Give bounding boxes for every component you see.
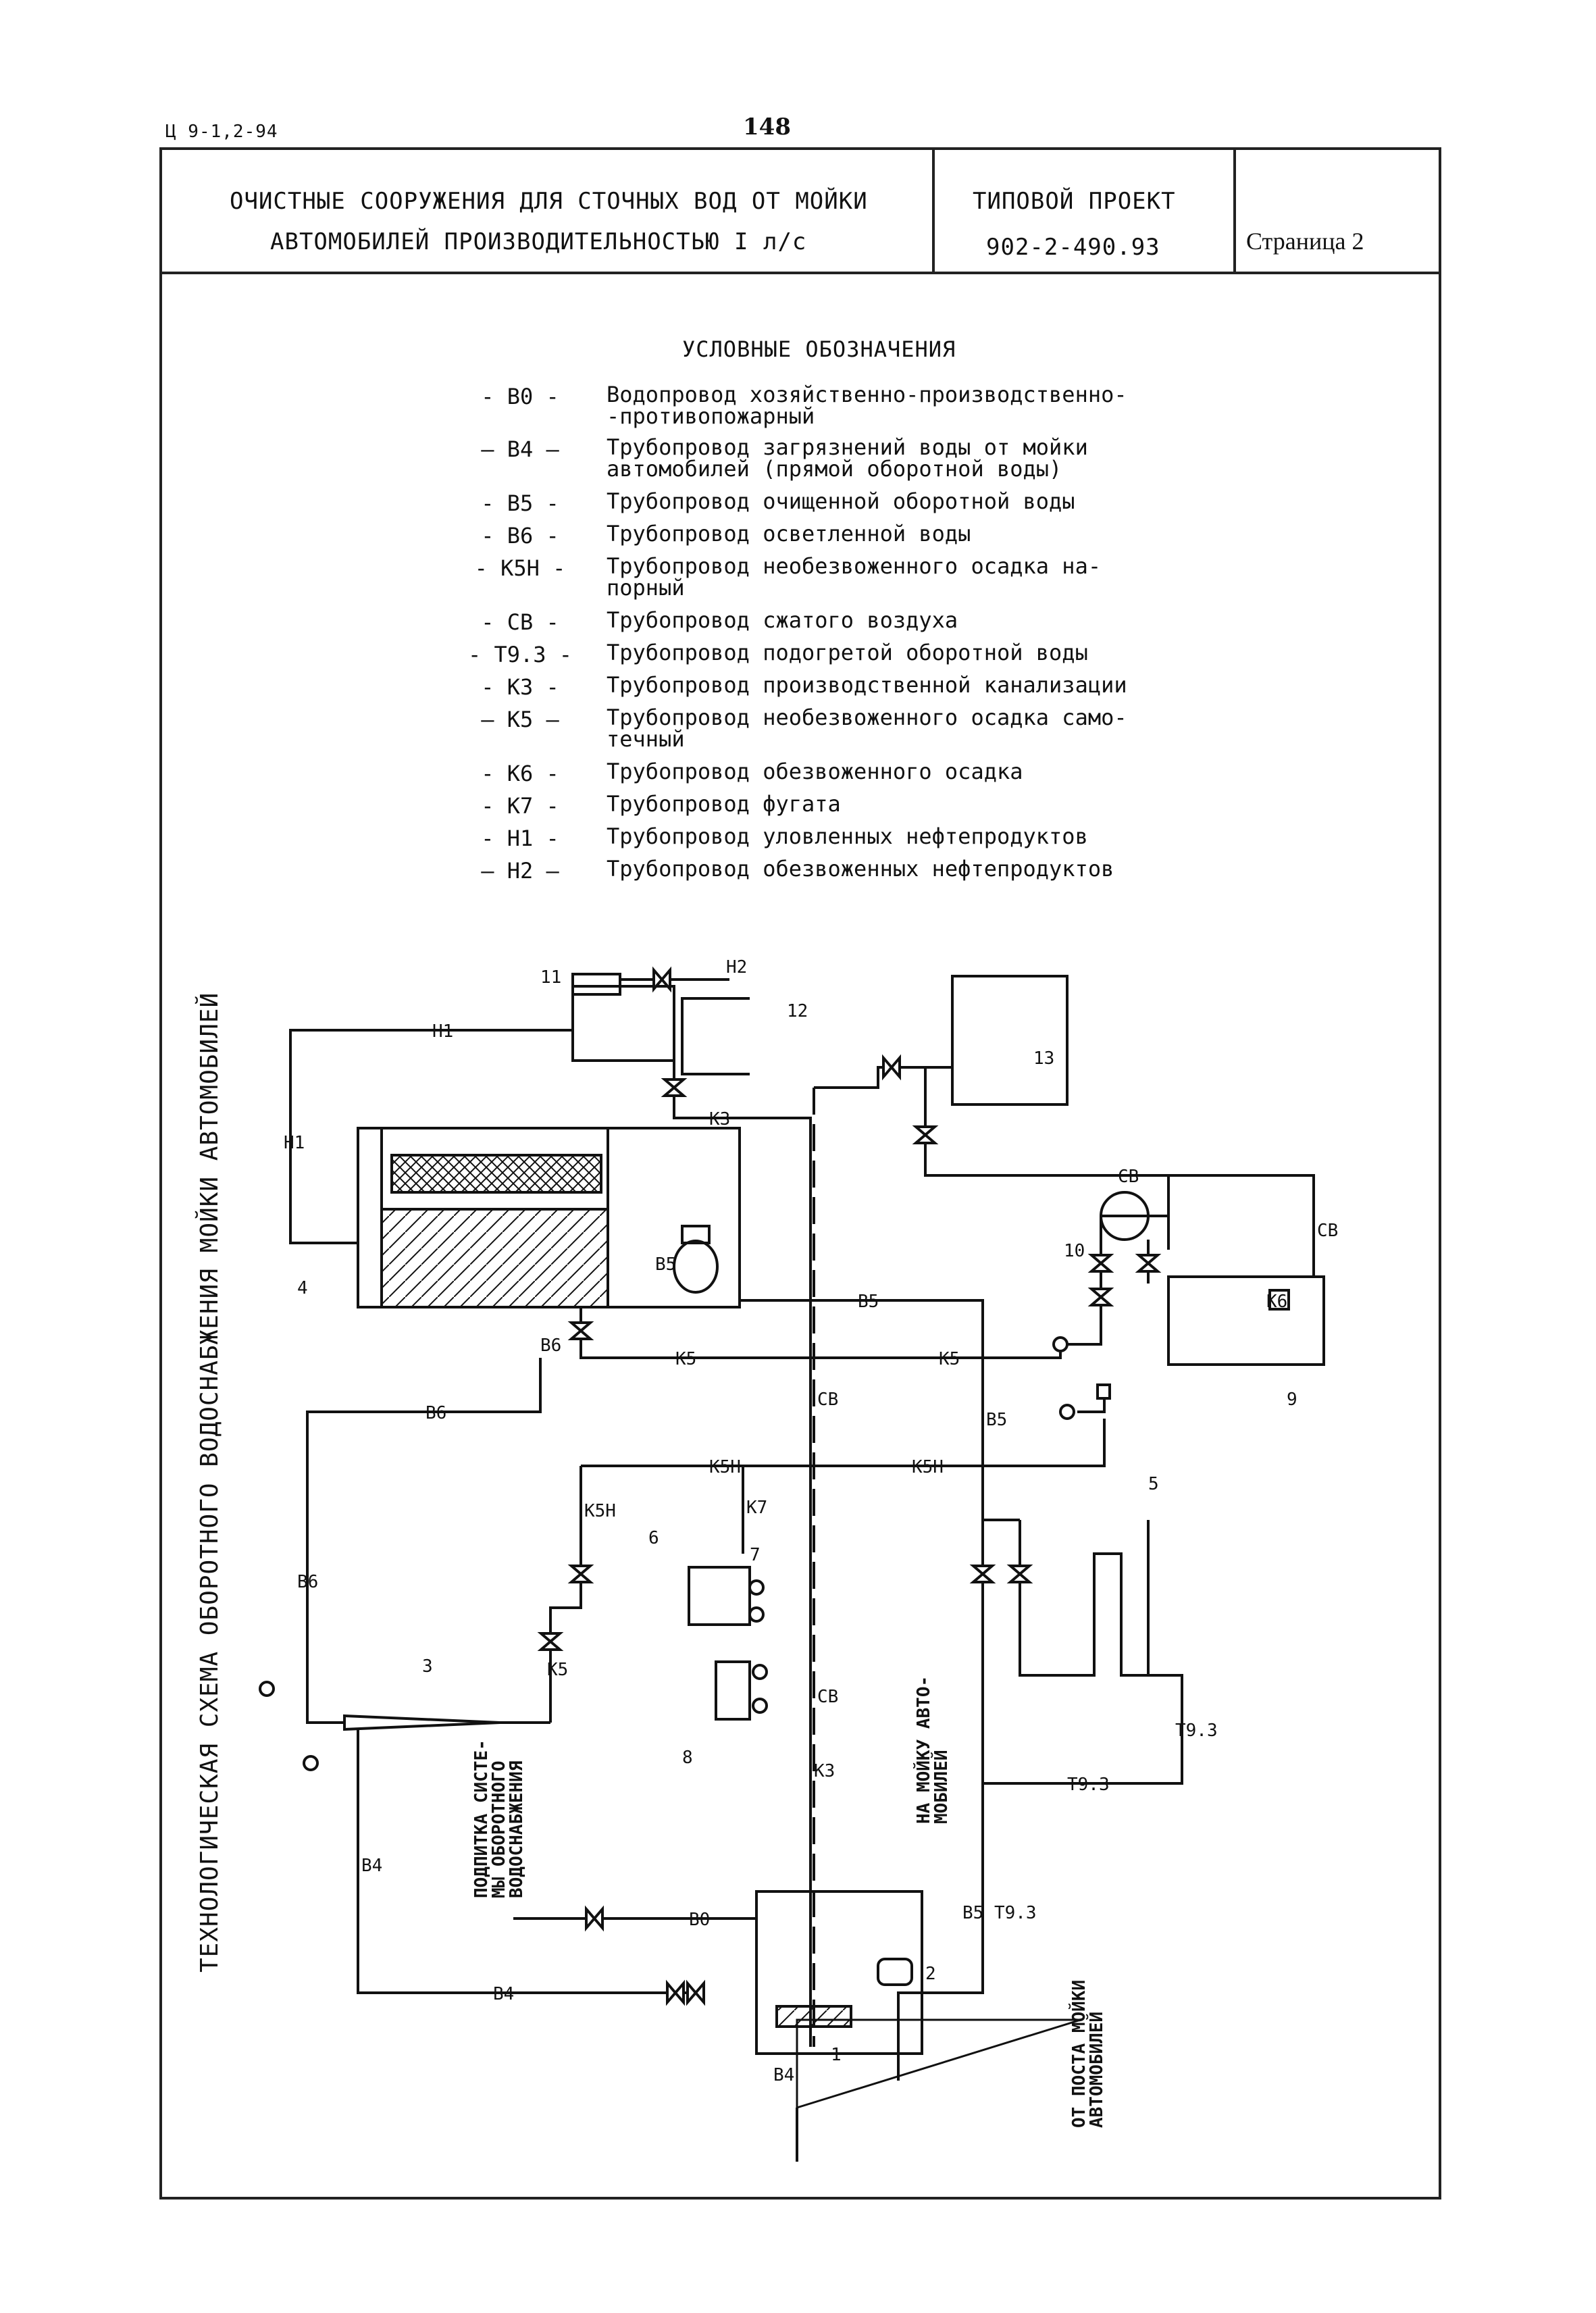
equipment-number: 8 <box>682 1748 693 1768</box>
title-block-separator <box>1233 147 1236 273</box>
makeup-note: ПОДПИТКА СИСТЕ- МЫ ОБОРОТНОГО ВОДОСНАБЖЕ… <box>471 1739 527 1898</box>
page-label: Страница 2 <box>1246 228 1364 255</box>
pipe-label: К5 <box>675 1349 696 1369</box>
legend-title: УСЛОВНЫЕ ОБОЗНАЧЕНИЯ <box>682 336 956 362</box>
legend-desc: Трубопровод сжатого воздуха <box>607 607 958 633</box>
equipment-number: 6 <box>648 1528 659 1548</box>
legend-code: - Н1 - <box>481 825 559 851</box>
pipe-label: В6 <box>426 1403 446 1423</box>
equipment-5 <box>1019 1520 1150 1677</box>
pipe-label: В6 <box>540 1336 561 1356</box>
pipe-label: В0 <box>689 1910 710 1930</box>
legend-desc: Трубопровод фугата <box>607 791 841 817</box>
equipment-9 <box>1167 1275 1325 1366</box>
pipe-label: Н1 <box>284 1133 305 1153</box>
equipment-number: 13 <box>1033 1048 1054 1069</box>
drawing-frame <box>159 147 1441 2200</box>
legend-desc: Трубопровод осветленной воды <box>607 521 971 547</box>
legend-desc: Трубопровод уловленных нефтепродуктов <box>607 823 1088 849</box>
legend-desc: Трубопровод производственной канализации <box>607 672 1127 698</box>
pipe-label: В6 <box>297 1572 318 1592</box>
pipe-label: К6 <box>1266 1292 1287 1312</box>
pipe-label: Н2 <box>726 957 747 977</box>
equipment-11-top <box>571 973 621 996</box>
legend-desc: Трубопровод очищенной оборотной воды <box>607 488 1075 514</box>
equipment-number: 12 <box>787 1001 808 1021</box>
equipment-12 <box>681 997 750 1075</box>
legend-desc: Трубопровод загрязнений воды от мойки ав… <box>607 434 1088 482</box>
equipment-11 <box>571 985 675 1062</box>
pipe-label: СВ <box>1118 1167 1139 1187</box>
pipe-label: К5 <box>939 1349 960 1369</box>
equipment-number: 7 <box>750 1545 761 1565</box>
legend-desc: Трубопровод необезвоженного осадка само-… <box>607 705 1127 752</box>
equipment-number: 9 <box>1287 1390 1297 1410</box>
equipment-13 <box>951 975 1069 1106</box>
equipment-number: 5 <box>1148 1474 1159 1494</box>
legend-code: – К5 – <box>481 707 559 732</box>
pipe-label: К5Н <box>584 1501 616 1521</box>
legend-code: - В5 - <box>481 490 559 516</box>
document-code: Ц 9-1,2-94 <box>165 122 278 142</box>
pipe-label: В5 Т9.3 <box>962 1903 1037 1923</box>
legend-code: - К3 - <box>481 674 559 700</box>
pipe-label: К3 <box>814 1761 835 1781</box>
pipe-label: Т9.3 <box>1175 1721 1218 1741</box>
equipment-number: 10 <box>1064 1241 1085 1261</box>
equipment-6 <box>688 1566 751 1626</box>
legend-code: - В0 - <box>481 384 559 409</box>
equipment-3 <box>343 1714 500 1731</box>
doc-title-line1: ОЧИСТНЫЕ СООРУЖЕНИЯ ДЛЯ СТОЧНЫХ ВОД ОТ М… <box>230 188 868 215</box>
legend-code: - Т9.3 - <box>467 642 573 667</box>
legend-code: – В4 – <box>481 436 559 462</box>
equipment-number: 2 <box>925 1964 936 1984</box>
legend-code: - К6 - <box>481 761 559 786</box>
legend-code: - СВ - <box>481 609 559 635</box>
pipe-label: СВ <box>1317 1221 1338 1241</box>
legend-code: - К7 - <box>481 793 559 819</box>
pipe-label: Т9.3 <box>1067 1775 1110 1795</box>
pipe-label: К7 <box>746 1498 767 1518</box>
legend-code: - К5Н - <box>474 555 566 581</box>
legend-desc: Трубопровод необезвоженного осадка на- п… <box>607 553 1102 601</box>
project-label: ТИПОВОЙ ПРОЕКТ <box>973 188 1176 215</box>
title-block-separator <box>932 147 935 273</box>
legend-code: - В6 - <box>481 523 559 549</box>
pipe-label: В4 <box>361 1856 382 1876</box>
pipe-label: К5Н <box>709 1457 741 1477</box>
equipment-number: 4 <box>297 1278 308 1298</box>
from-wash-note: ОТ ПОСТА МОЙКИ АВТОМОБИЛЕЙ <box>1069 1979 1107 2128</box>
equipment-8 <box>715 1660 751 1721</box>
pipe-label: Н1 <box>432 1021 453 1042</box>
pump-b5 <box>673 1240 719 1294</box>
equipment-number: 1 <box>831 2045 842 2065</box>
equipment-2 <box>877 1958 913 1986</box>
legend-code: – Н2 – <box>481 858 559 884</box>
equipment-1 <box>755 1890 923 2055</box>
pipe-label: К3 <box>709 1109 730 1129</box>
pipe-label: В4 <box>773 2065 794 2085</box>
equipment-number: 3 <box>422 1656 433 1677</box>
title-block-divider <box>159 272 1441 274</box>
pipe-label: СВ <box>817 1390 838 1410</box>
doc-title-line2: АВТОМОБИЛЕЙ ПРОИЗВОДИТЕЛЬНОСТЬЮ I л/с <box>270 228 807 255</box>
legend-desc: Трубопровод обезвоженных нефтепродуктов <box>607 856 1114 882</box>
pipe-label: В5 <box>858 1292 879 1312</box>
filter-media <box>390 1154 602 1194</box>
project-code: 902-2-490.93 <box>986 234 1160 261</box>
legend-desc: Трубопровод обезвоженного осадка <box>607 759 1023 784</box>
legend-desc: Трубопровод подогретой оборотной воды <box>607 640 1088 665</box>
pipe-label: К5 <box>547 1660 568 1680</box>
pipe-label: СВ <box>817 1687 838 1707</box>
legend-desc: Водопровод хозяйственно-производственно-… <box>607 382 1127 429</box>
equipment-number: 11 <box>540 967 561 988</box>
to-wash-note: НА МОЙКУ АВТО- МОБИЛЕЙ <box>914 1675 952 1824</box>
pipe-label: В4 <box>493 1984 514 2004</box>
pipe-label: В5 <box>655 1254 676 1275</box>
pipe-label: В5 <box>986 1410 1007 1430</box>
pipe-label: К5Н <box>912 1457 944 1477</box>
page-number: 148 <box>743 113 791 141</box>
